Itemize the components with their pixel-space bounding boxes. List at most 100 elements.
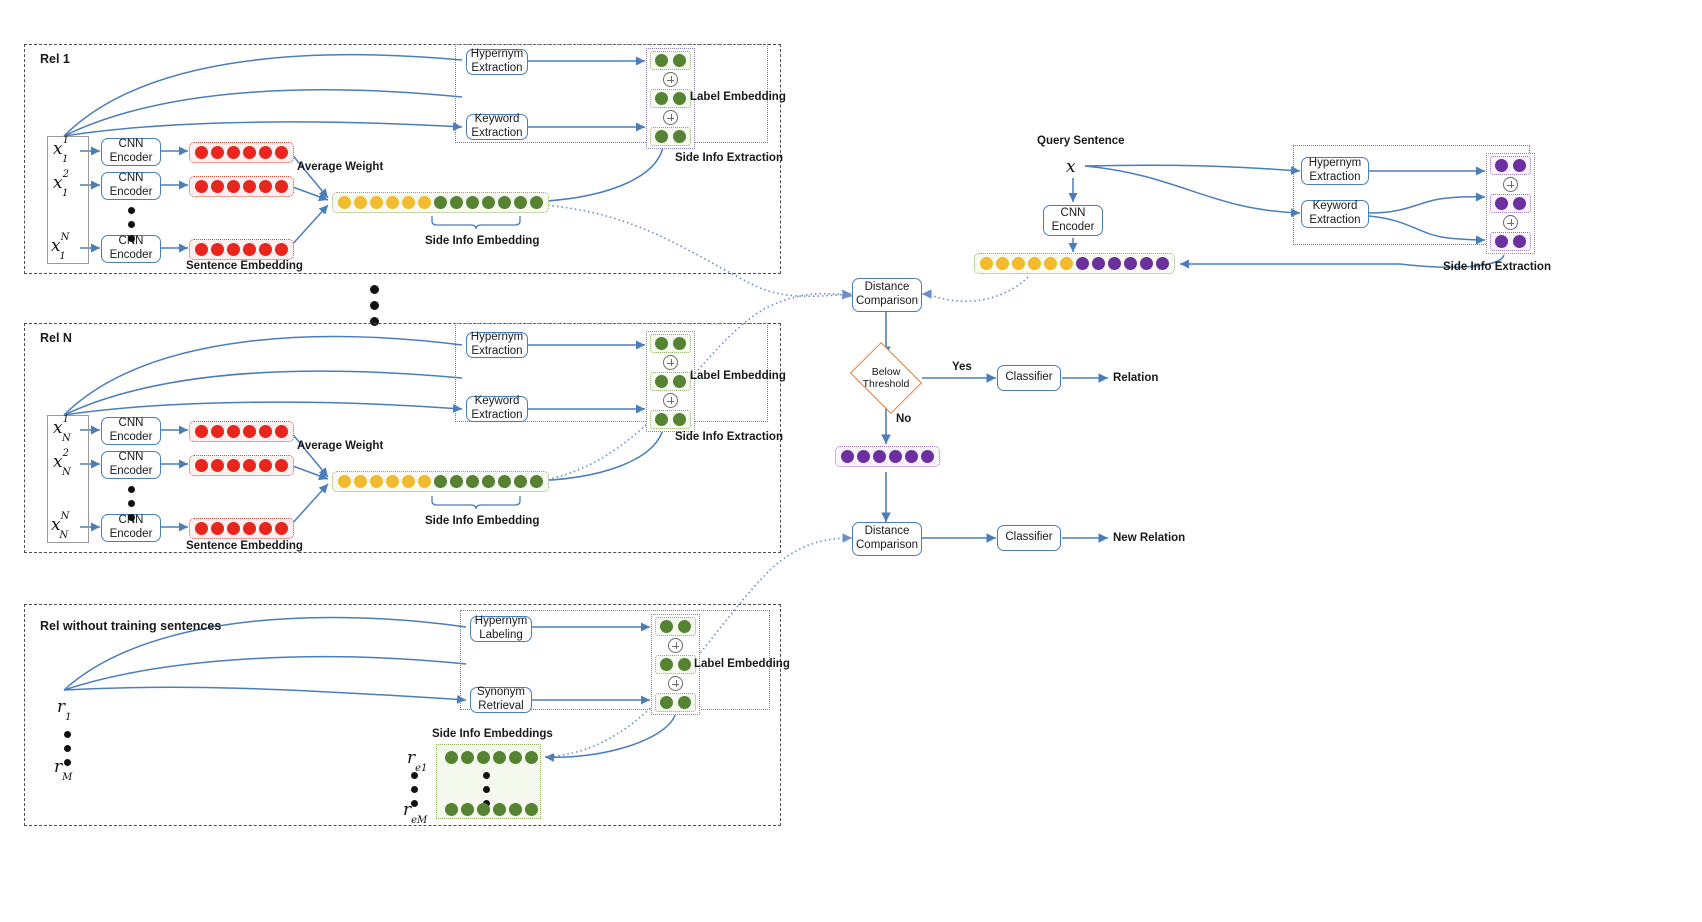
rel1-label-embedding-stack [646,48,695,149]
red-dot [195,459,208,472]
encoder-line2: Encoder [109,465,153,477]
green-dot [461,803,474,816]
green-dot [514,475,527,488]
classifier-bottom[interactable]: Classifier [997,525,1061,551]
synonym-retrieval[interactable]: Synonym Retrieval [470,686,532,713]
yellow-dot [354,475,367,488]
rel1-group [24,44,781,274]
below-threshold-label: Below Threshold [857,366,915,390]
rel1-combined-embedding [332,192,549,213]
yellow-dot [354,196,367,209]
side-info-embedding-label-1: re1 [407,748,428,775]
rel1-keyword-extraction[interactable]: Keyword Extraction [466,113,528,140]
plus-icon [1503,215,1518,230]
rel1-sentence-vector-2 [189,176,294,197]
green-dot [466,196,479,209]
side-info-embeddings-row-ellipsis [411,772,418,807]
label-embedding-row [1490,232,1531,251]
green-dot [530,475,543,488]
green-dot [450,475,463,488]
query-label-embedding-stack [1486,153,1535,254]
new-relation-output-label: New Relation [1113,532,1186,544]
label-embedding-row [650,334,691,353]
green-dot [493,751,506,764]
green-dot [509,751,522,764]
relN-side-info-extraction-caption: Side Info Extraction [675,431,783,443]
rel-without-sentences-group [24,604,781,826]
rel1-cnn-encoder-n[interactable]: CNN Encoder [101,235,161,263]
yellow-dot [1060,257,1073,270]
query-hypernym-extraction[interactable]: Hypernym Extraction [1301,157,1369,185]
yellow-dot [370,475,383,488]
extractor-line1: Hypernym [1308,157,1362,170]
extractor-line2: Extraction [471,409,523,421]
relN-sentence-vector-n [189,518,294,539]
rel1-sentence-vector-n [189,239,294,260]
relN-keyword-extraction[interactable]: Keyword Extraction [466,395,528,422]
plus-icon [668,638,683,653]
red-dot [243,146,256,159]
extractor-line1: Hypernym [474,615,528,628]
yellow-dot [418,196,431,209]
relN-hypernym-extraction[interactable]: Hypernym Extraction [466,331,528,358]
hypernym-labeling[interactable]: Hypernym Labeling [470,615,532,642]
green-dot [434,196,447,209]
extractor-line2: Extraction [1309,214,1361,226]
extractor-line1: Hypernym [470,331,524,344]
red-dot [227,180,240,193]
extractor-line2: Extraction [1309,171,1361,183]
relN-group [24,323,781,553]
query-cnn-encoder[interactable]: CNN Encoder [1043,205,1103,236]
green-dot [450,196,463,209]
green-dot [498,475,511,488]
label-embedding-row [650,410,691,429]
rel1-sentence-embedding-caption: Sentence Embedding [186,260,303,272]
green-dot [525,751,538,764]
green-dot [445,751,458,764]
encoder-line1: CNN [118,138,144,151]
relN-cnn-encoder-1[interactable]: CNN Encoder [101,417,161,445]
extractor-line2: Extraction [471,127,523,139]
encoder-line2: Encoder [1051,220,1095,233]
red-dot [227,425,240,438]
plus-icon [663,110,678,125]
red-dot [227,459,240,472]
rel1-hypernym-extraction[interactable]: Hypernym Extraction [466,48,528,75]
classifier-label: Classifier [1005,531,1053,544]
rel1-input-label-2: x21 [53,169,69,200]
yellow-dot [1012,257,1025,270]
red-dot [259,180,272,193]
red-dot [275,243,288,256]
rel1-side-info-extraction-box [455,44,768,143]
relN-sentence-embedding-caption: Sentence Embedding [186,540,303,552]
extractor-line1: Keyword [1312,200,1358,213]
relN-cnn-encoder-2[interactable]: CNN Encoder [101,451,161,479]
side-info-embeddings-caption: Side Info Embeddings [432,728,553,740]
yellow-dot [370,196,383,209]
query-keyword-extraction[interactable]: Keyword Extraction [1301,200,1369,228]
extractor-line1: Keyword [474,395,520,408]
red-dot [211,146,224,159]
purple-dot [889,450,902,463]
relation-output-label: Relation [1113,372,1159,384]
label-embedding-row [650,89,691,108]
distance-comparison-bottom[interactable]: Distance Comparison [852,522,922,556]
relN-input-label-1: x1N [53,414,71,445]
green-dot [477,803,490,816]
classifier-top[interactable]: Classifier [997,365,1061,391]
yellow-dot [1028,257,1041,270]
red-dot [259,522,272,535]
encoder-line1: CNN [118,417,144,430]
rel1-cnn-encoder-1[interactable]: CNN Encoder [101,138,161,166]
purple-dot [841,450,854,463]
green-dot [530,196,543,209]
purple-dot [1124,257,1137,270]
encoder-line2: Encoder [109,186,153,198]
relN-input-label-n: xNN [51,511,70,542]
red-dot [227,522,240,535]
distance-comparison-top[interactable]: Distance Comparison [852,278,922,312]
rel1-cnn-encoder-2[interactable]: CNN Encoder [101,172,161,200]
extractor-line1: Keyword [474,113,520,126]
encoder-line1: CNN [1060,206,1086,219]
yellow-dot [402,475,415,488]
